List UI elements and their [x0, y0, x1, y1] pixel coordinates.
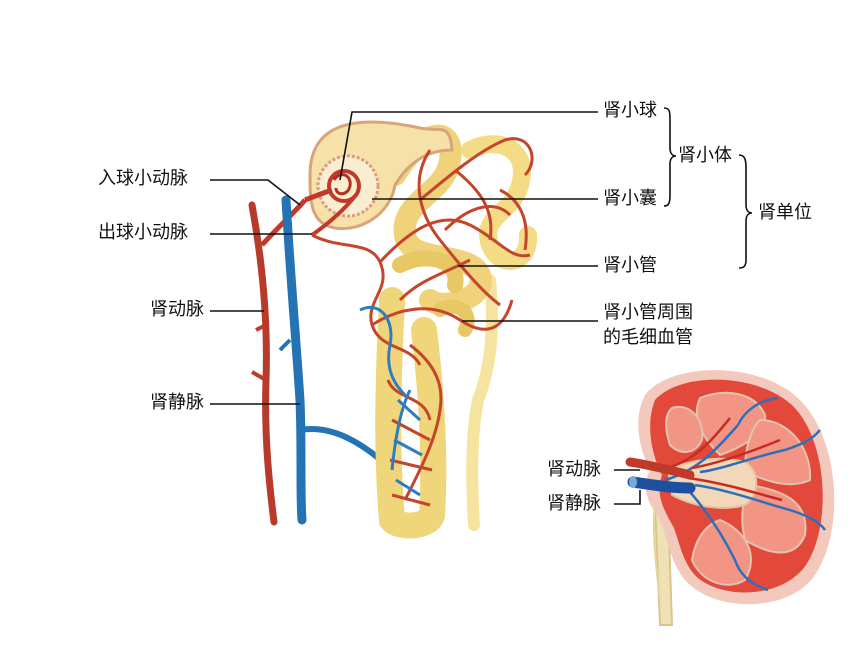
label-peritubular-capillaries: 肾小管周围 的毛细血管	[603, 300, 693, 350]
label-renal-vein: 肾静脉	[150, 392, 204, 413]
label-kidney-renal-vein: 肾静脉	[547, 493, 601, 514]
label-capillaries-line1: 肾小管周围	[603, 302, 693, 323]
kidney-illustration	[625, 370, 835, 626]
label-renal-tubule: 肾小管	[603, 255, 657, 276]
nephron-brace	[738, 154, 753, 269]
label-renal-artery: 肾动脉	[150, 299, 204, 320]
label-efferent-arteriole: 出球小动脉	[98, 222, 188, 243]
label-afferent-arteriole: 入球小动脉	[98, 168, 188, 189]
label-nephron: 肾单位	[758, 202, 812, 223]
label-kidney-renal-artery: 肾动脉	[547, 459, 601, 480]
leader-lines	[210, 111, 641, 505]
label-glomerulus: 肾小球	[603, 100, 657, 121]
peritubular-capillaries	[311, 137, 534, 507]
label-renal-corpuscle: 肾小体	[678, 145, 732, 166]
renal-vein-vessel	[278, 195, 395, 525]
venous-network	[359, 306, 423, 497]
label-renal-capsule: 肾小囊	[603, 188, 657, 209]
renal-corpuscle-brace	[663, 107, 677, 207]
label-capillaries-line2: 的毛细血管	[603, 327, 693, 348]
